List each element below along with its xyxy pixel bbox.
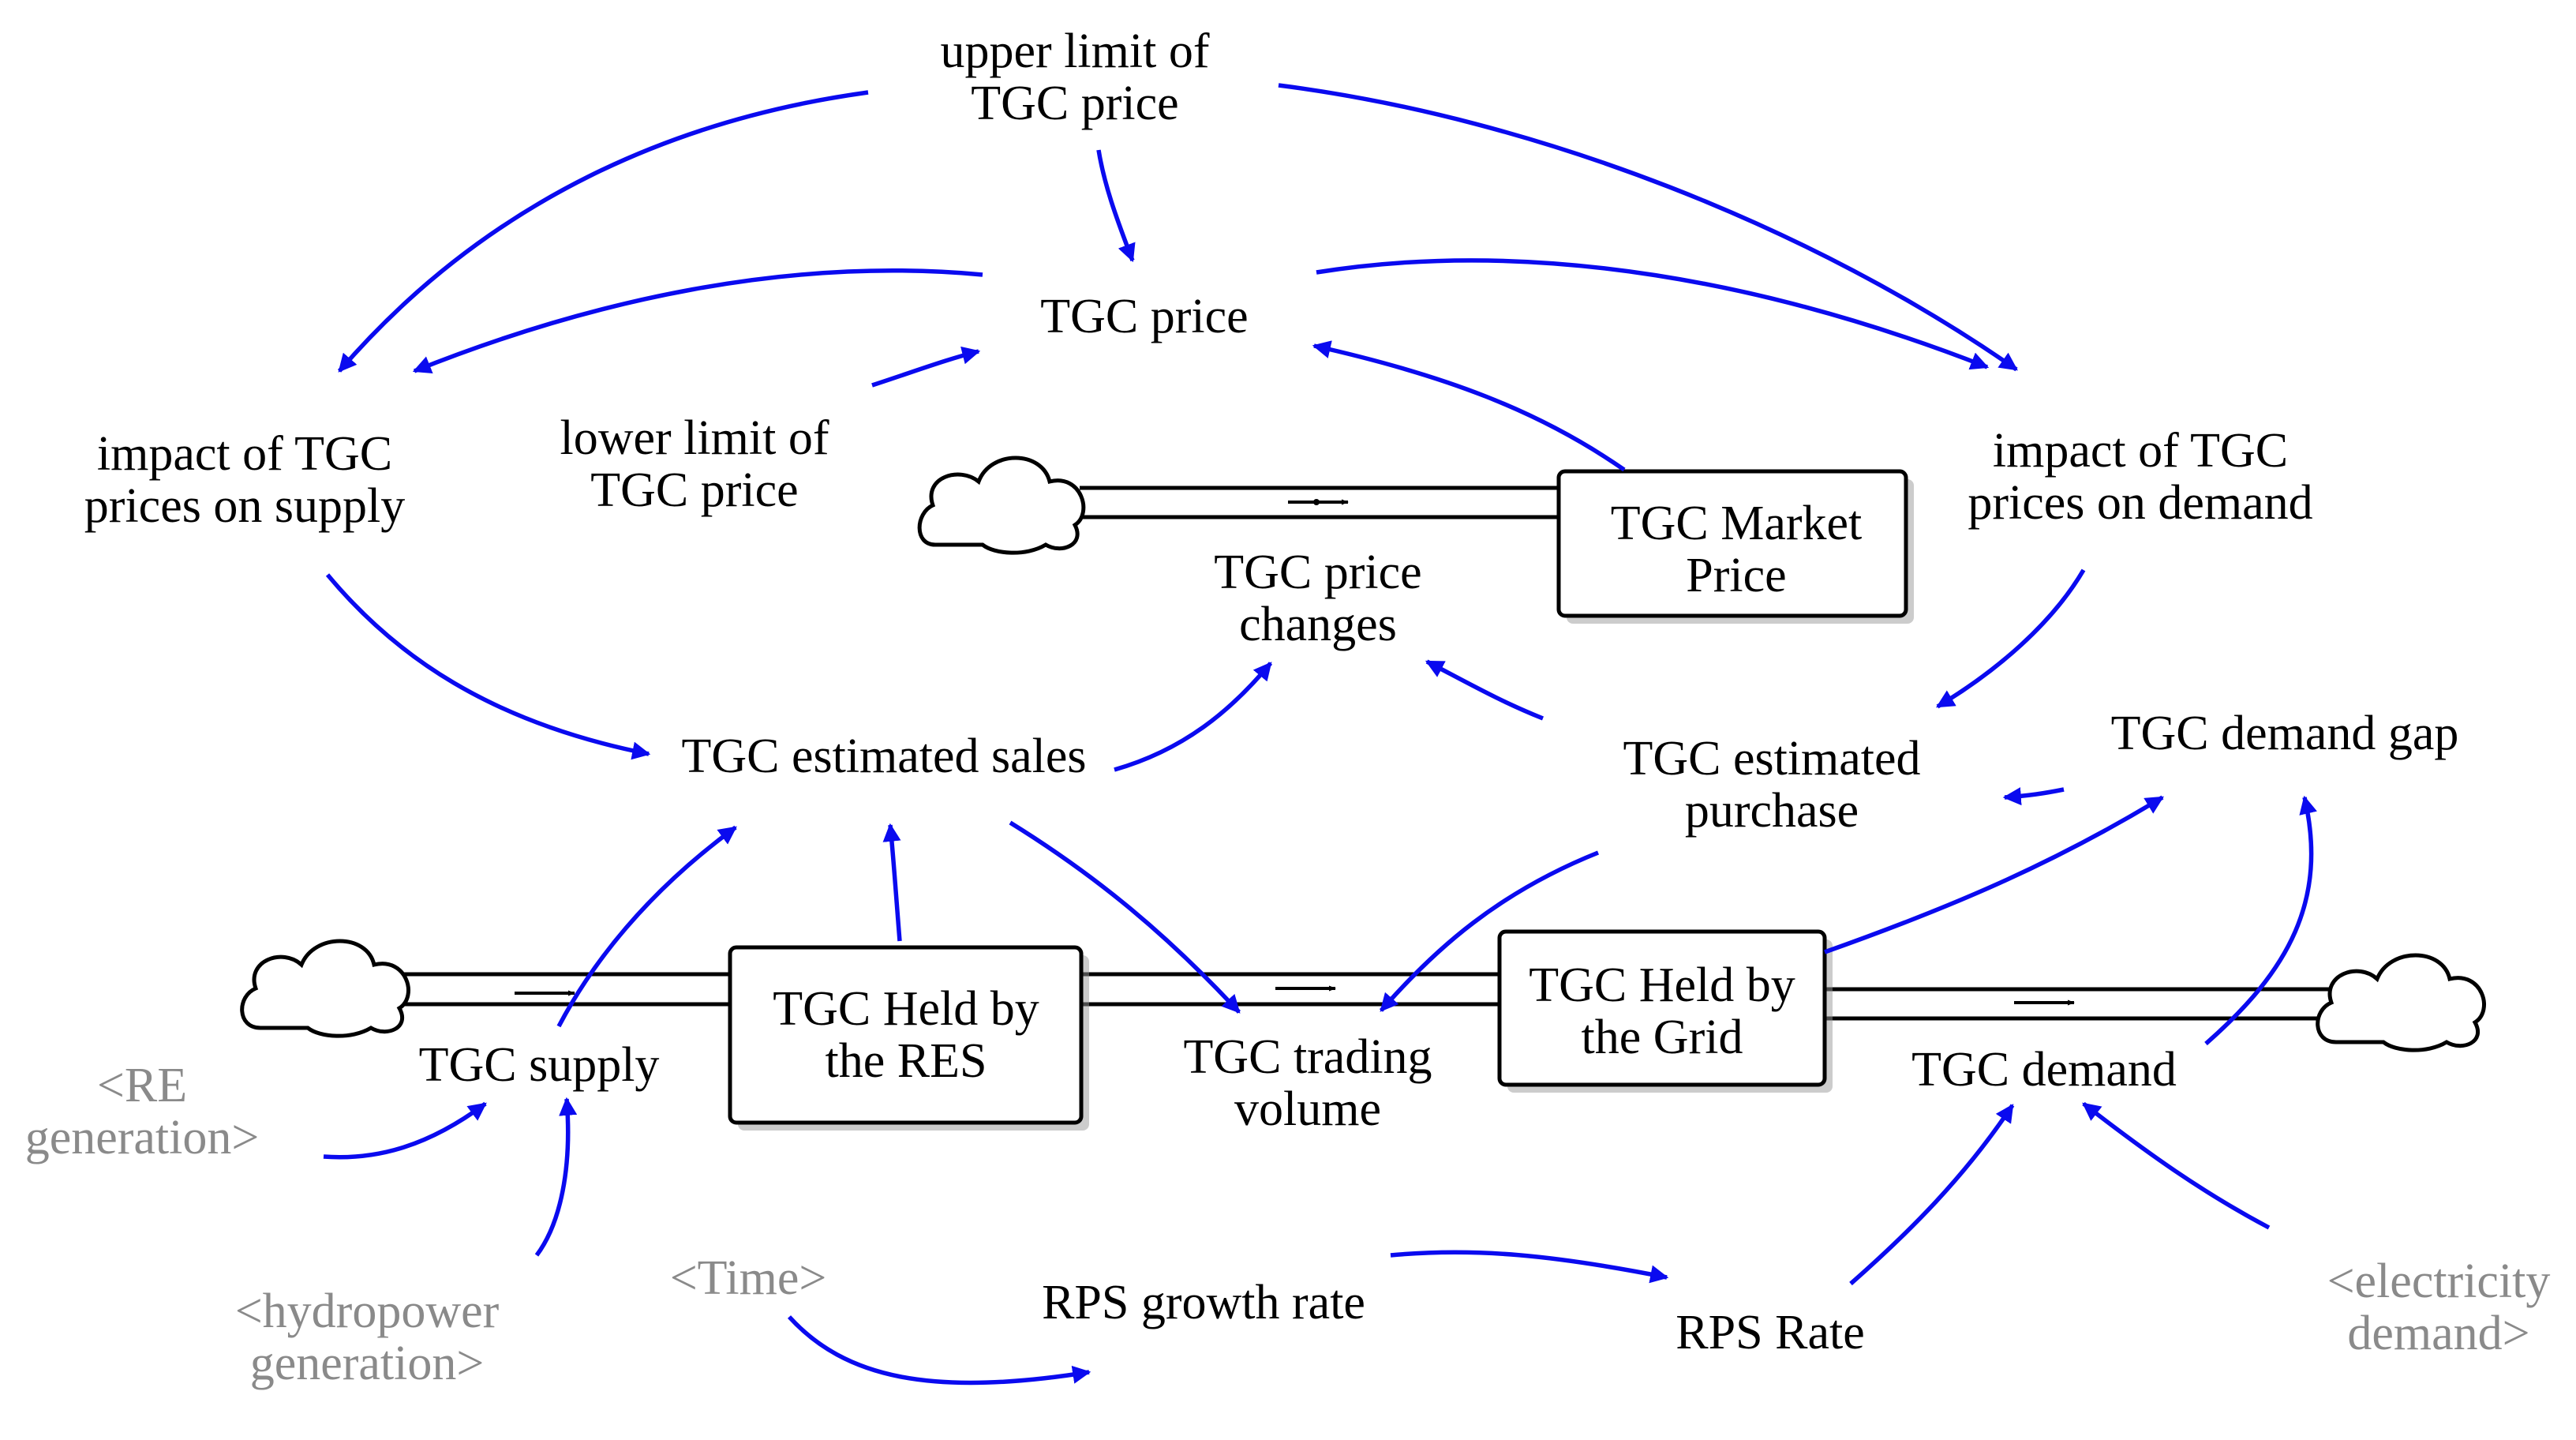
- var-tgc-demand: TGC demand: [1911, 1043, 2177, 1097]
- shadow-var-re-generation: <RE generation>: [24, 1059, 260, 1164]
- arrow-est-purchase-to-price-changes: [1425, 659, 1544, 721]
- arrow-est-sales-to-price-changes: [1114, 662, 1273, 772]
- arrow-market-price-to-tgc-price: [1312, 340, 1626, 472]
- var-tgc-estimated-sales: TGC estimated sales: [681, 729, 1087, 783]
- stock-box-tgc-market-price: [1556, 469, 1914, 624]
- arrow-rps-rate-to-demand: [1849, 1104, 2015, 1286]
- var-tgc-supply: TGC supply: [418, 1038, 660, 1092]
- var-tgc-price: TGC price: [1040, 290, 1249, 343]
- var-impact-of-tgc-prices-on-supply: impact of TGC prices on supply: [84, 427, 406, 533]
- arrow-time-to-rps-growth: [787, 1315, 1091, 1386]
- arrow-tgc-price-to-impact-supply: [412, 268, 983, 374]
- arrow-tgc-price-to-impact-demand: [1316, 258, 1990, 370]
- arrow-est-purchase-to-trading-volume: [1379, 850, 1600, 1012]
- shadow-var-time: <Time>: [669, 1251, 827, 1305]
- var-tgc-price-changes: TGC price changes: [1214, 546, 1422, 651]
- stock-box-held-grid: [1497, 929, 1833, 1093]
- arrow-demand-to-demand-gap: [2204, 795, 2317, 1046]
- valve-icon: [1313, 499, 1320, 505]
- arrow-demand-gap-to-est-purchase: [2002, 787, 2065, 806]
- arrow-impact-supply-to-est-sales: [325, 573, 651, 760]
- stock-tgc-held-by-grid: TGC Held by the Grid: [1529, 958, 1795, 1064]
- var-rps-growth-rate: RPS growth rate: [1042, 1276, 1365, 1329]
- stock-tgc-held-by-res: TGC Held by the RES: [773, 982, 1039, 1088]
- price-change-flow-pipe: [1080, 486, 1559, 519]
- sink-cloud-icon: [2316, 953, 2486, 1052]
- arrow-lower-limit-to-tgc-price: [871, 346, 981, 388]
- arrow-upper-limit-to-impact-supply: [337, 90, 869, 373]
- var-upper-limit-of-tgc-price: upper limit of TGC price: [940, 24, 1210, 130]
- arrow-re-generation-to-supply: [323, 1101, 487, 1160]
- shadow-var-electricity-demand: <electricity demand>: [2327, 1254, 2551, 1360]
- var-impact-of-tgc-prices-on-demand: impact of TGC prices on demand: [1968, 424, 2313, 530]
- trading-flow-pipe: [1081, 972, 1500, 1007]
- arrow-supply-to-est-sales: [556, 825, 737, 1028]
- arrow-upper-limit-to-impact-demand: [1278, 83, 2018, 372]
- arrow-rps-growth-to-rps-rate: [1390, 1250, 1669, 1284]
- arrow-est-sales-to-trading-volume: [1009, 820, 1241, 1014]
- arrow-electricity-demand-to-demand: [2082, 1101, 2271, 1230]
- arrow-hydropower-to-supply: [534, 1097, 578, 1257]
- arrow-impact-demand-to-est-purchase: [1936, 568, 2086, 709]
- var-tgc-demand-gap: TGC demand gap: [2110, 707, 2459, 760]
- var-rps-rate: RPS Rate: [1676, 1306, 1865, 1359]
- source-cloud-icon: [240, 939, 410, 1038]
- arrow-held-grid-to-demand-gap: [1824, 795, 2164, 954]
- source-cloud-icon: [917, 456, 1086, 555]
- stock-box-held-res: [728, 945, 1089, 1131]
- var-tgc-estimated-purchase: TGC estimated purchase: [1623, 732, 1921, 838]
- arrow-upper-limit-to-tgc-price: [1096, 149, 1136, 263]
- var-lower-limit-of-tgc-price: lower limit of TGC price: [560, 411, 829, 517]
- var-tgc-trading-volume: TGC trading volume: [1183, 1030, 1432, 1136]
- supply-flow-pipe: [399, 972, 730, 1007]
- arrow-held-res-to-est-sales: [882, 823, 902, 942]
- shadow-var-hydropower-generation: <hydropower generation>: [234, 1284, 500, 1390]
- demand-flow-pipe: [1825, 987, 2344, 1021]
- stock-tgc-market-price: TGC Market Price: [1610, 497, 1863, 602]
